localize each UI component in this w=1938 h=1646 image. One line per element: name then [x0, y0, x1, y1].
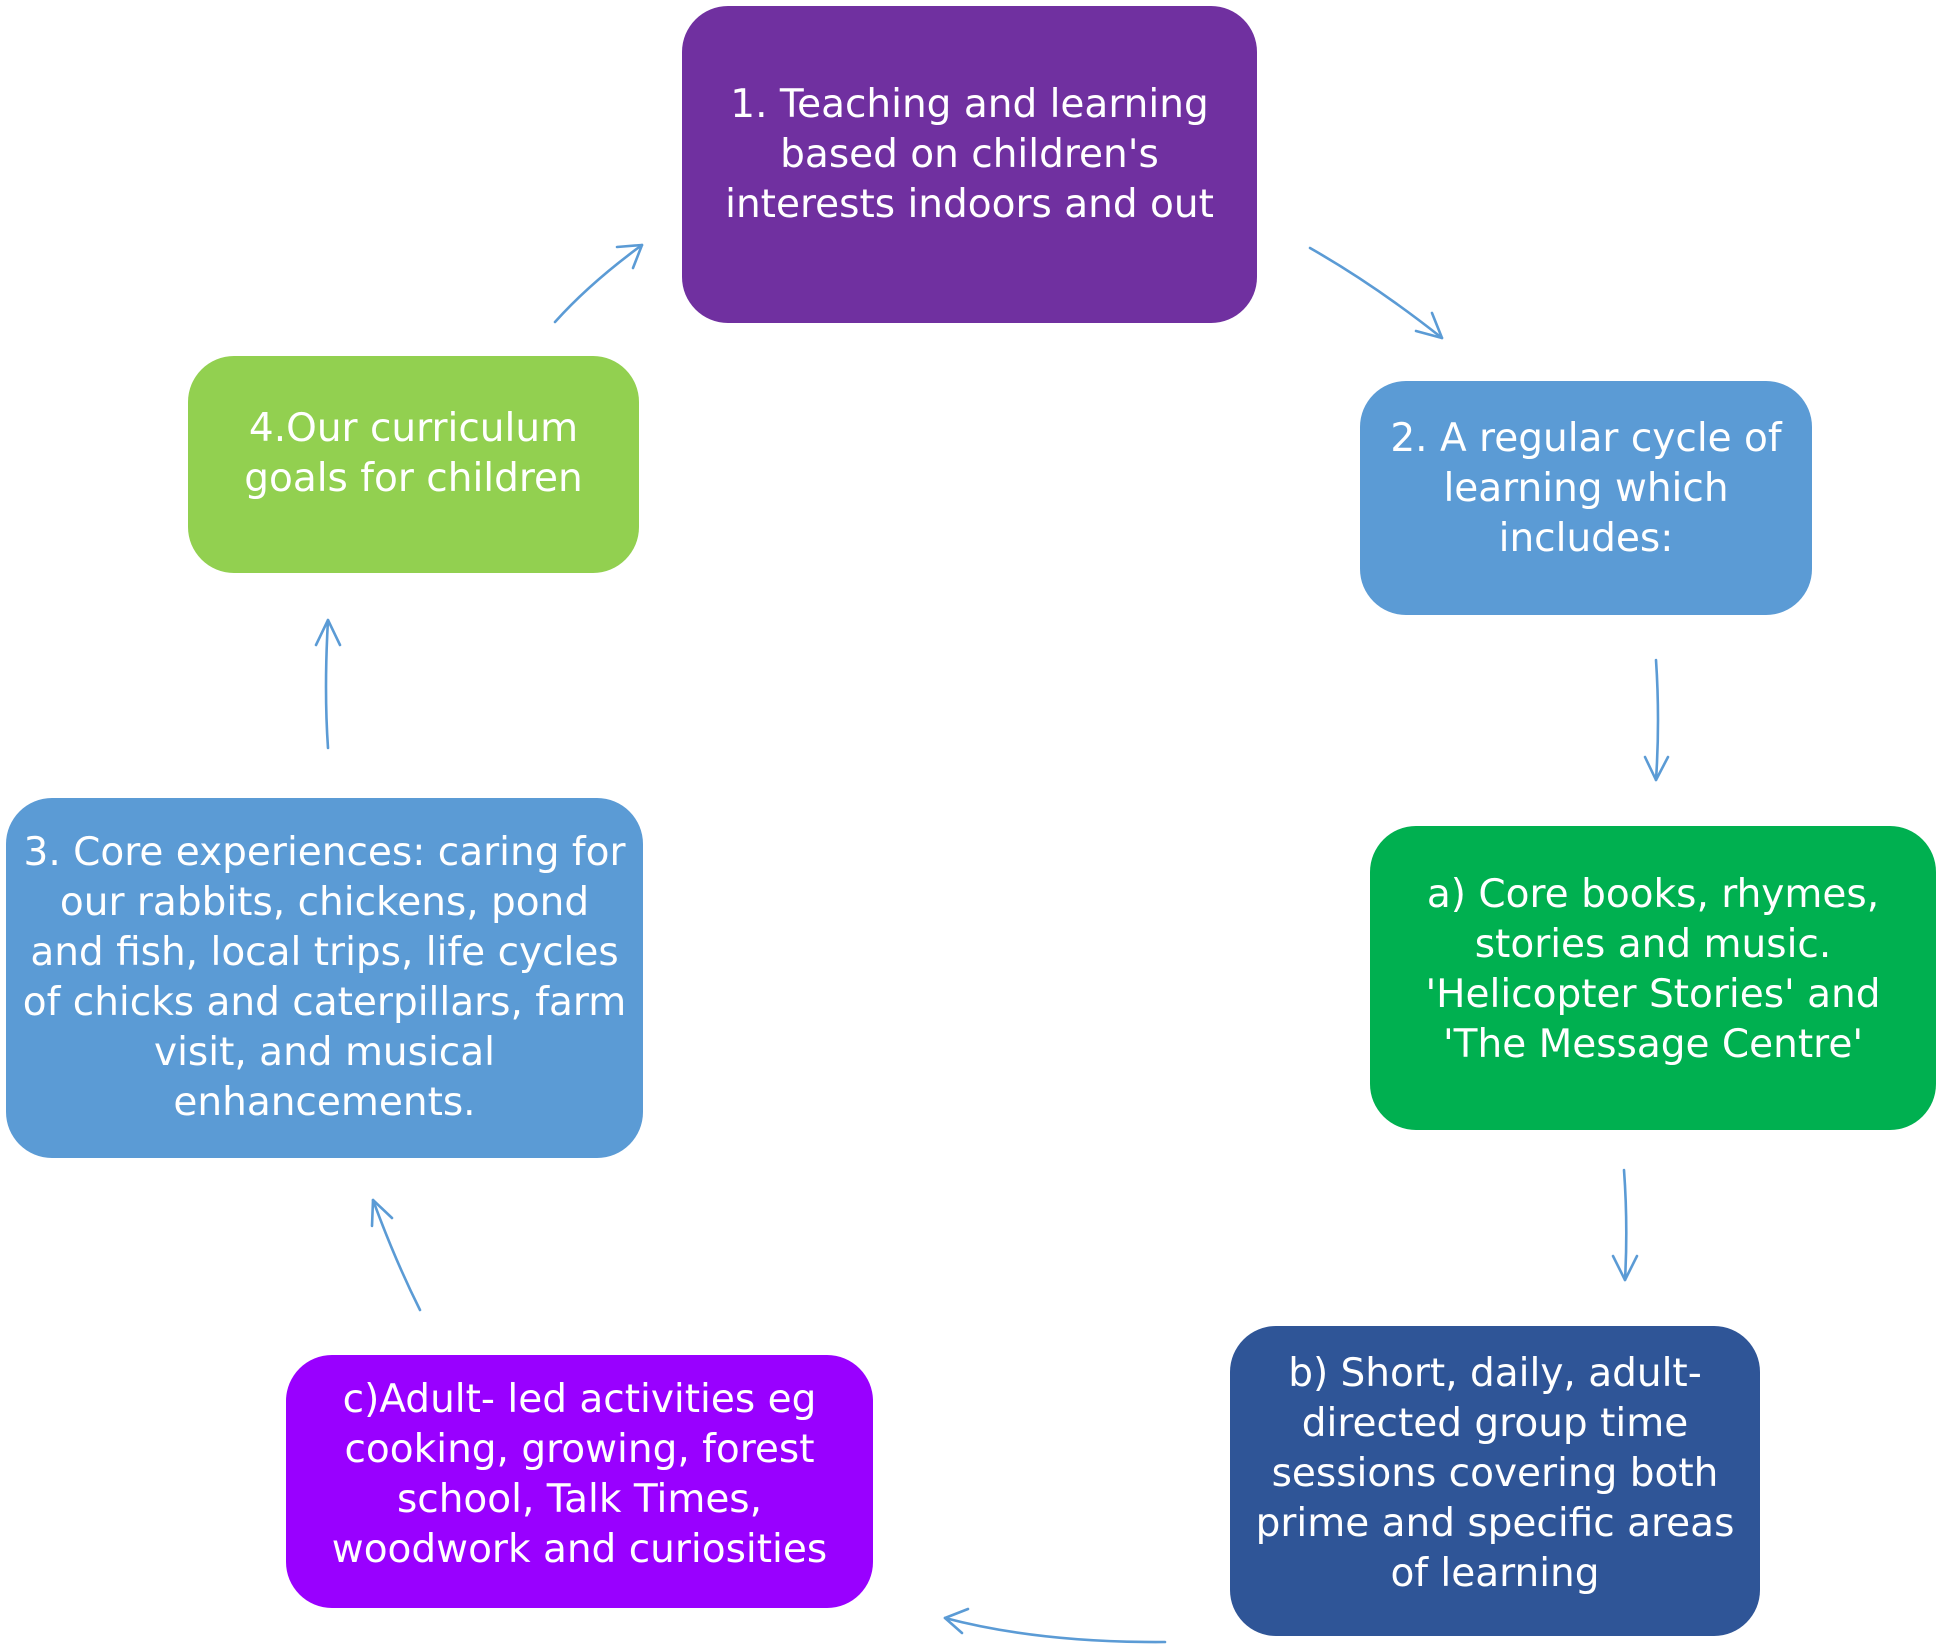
node-step3-label: 3. Core experiences: caring for our rabb… — [22, 830, 627, 1125]
node-step2b-label: b) Short, daily, adult- directed group t… — [1255, 1351, 1735, 1596]
node-step2c: c)Adult- led activities eg cooking, grow… — [286, 1355, 873, 1608]
arrow-step4-to-step1 — [553, 243, 644, 324]
node-step1: 1. Teaching and learning based on childr… — [682, 6, 1257, 323]
node-step2c-label: c)Adult- led activities eg cooking, grow… — [331, 1377, 828, 1572]
node-step4-label: 4.Our curriculum goals for children — [244, 406, 583, 501]
arrow-step2-to-step2a — [1643, 658, 1670, 782]
arrow-step3-to-step4 — [314, 618, 342, 750]
node-step2: 2. A regular cycle of learning which inc… — [1360, 381, 1812, 615]
node-step3: 3. Core experiences: caring for our rabb… — [6, 798, 643, 1158]
arrow-step1-to-step2 — [1308, 246, 1444, 340]
node-step2-label: 2. A regular cycle of learning which inc… — [1390, 416, 1782, 561]
node-step2a: a) Core books, rhymes, stories and music… — [1370, 826, 1936, 1130]
node-step2a-label: a) Core books, rhymes, stories and music… — [1425, 872, 1881, 1067]
arrow-step2c-to-step3 — [370, 1198, 422, 1312]
node-step4: 4.Our curriculum goals for children — [188, 356, 639, 573]
arrow-step2b-to-step2c — [943, 1607, 1167, 1644]
arrow-step2a-to-step2b — [1611, 1168, 1639, 1282]
node-step2b: b) Short, daily, adult- directed group t… — [1230, 1326, 1760, 1636]
node-step1-label: 1. Teaching and learning based on childr… — [725, 82, 1214, 227]
